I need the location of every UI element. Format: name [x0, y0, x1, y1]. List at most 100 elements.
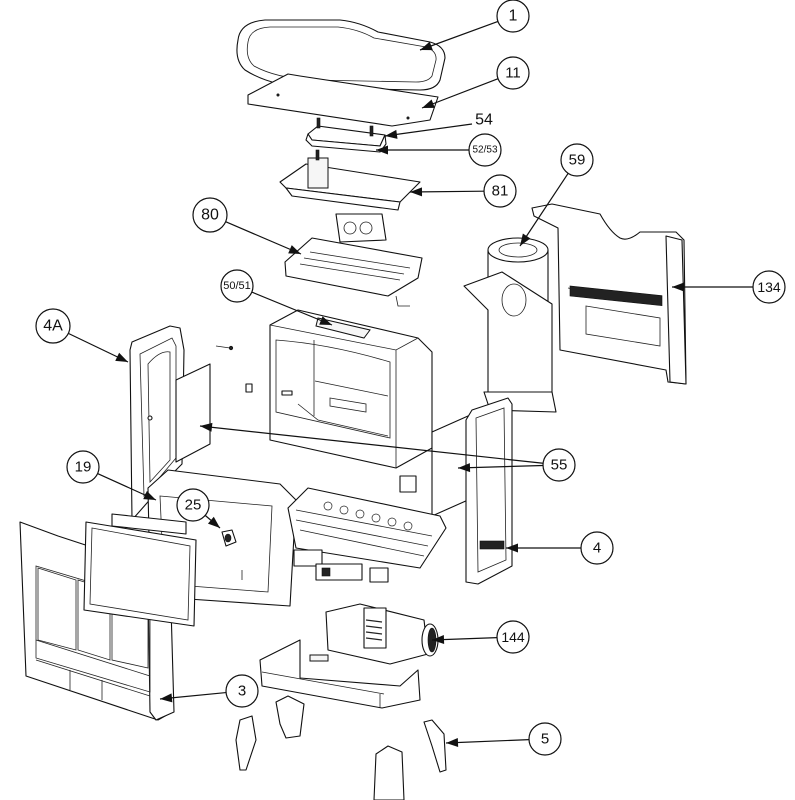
- callout-label: 4: [593, 540, 601, 557]
- arrowhead-134: [672, 282, 684, 292]
- callout-3: 3: [225, 674, 259, 708]
- callout-label: 19: [75, 459, 92, 476]
- callout-52-53: 52/53: [468, 133, 502, 167]
- callout-circle: [225, 674, 259, 708]
- callout-label: 4A: [43, 318, 63, 335]
- callout-label: 50/51: [223, 280, 251, 292]
- part-gas-valve-bracket: [284, 237, 423, 307]
- part-control-board: [305, 117, 387, 153]
- callout-circle: [496, 56, 530, 90]
- callout-circle: [35, 308, 71, 344]
- callout-circle: [496, 620, 530, 654]
- arrowhead-3: [160, 693, 173, 703]
- callout-circle: [176, 488, 210, 522]
- arrowhead-81: [410, 187, 423, 197]
- callout-55: 55: [542, 448, 576, 482]
- callout-circle: [560, 143, 594, 177]
- callout-19: 19: [66, 450, 100, 484]
- leader-line-80: [225, 221, 302, 255]
- part-burner-assembly: [287, 487, 447, 583]
- leader-line-5: [445, 739, 530, 744]
- callout-1: 1: [496, 0, 530, 33]
- leader-lines: [68, 20, 753, 748]
- callout-25: 25: [176, 488, 210, 522]
- part-right-shield: [399, 415, 469, 517]
- leader-line-1: [419, 20, 499, 51]
- callout-label: 80: [201, 207, 219, 224]
- callout-144: 144: [496, 620, 530, 654]
- arrowhead-1: [420, 41, 433, 51]
- arrowhead-59: [520, 233, 531, 246]
- arrowhead-50-51: [319, 316, 332, 325]
- arrowhead-55: [458, 463, 471, 473]
- arrowhead-55: [200, 422, 213, 432]
- part-leg-front-left: [235, 715, 257, 771]
- arrowhead-11: [422, 99, 435, 108]
- callout-label: 59: [569, 152, 586, 169]
- callout-circle: [192, 197, 228, 233]
- part-rear-panel: [531, 203, 687, 385]
- callout-label: 81: [492, 183, 509, 200]
- callout-label: 134: [757, 279, 781, 295]
- part-leg-rear-right: [423, 719, 447, 773]
- callout-5: 5: [528, 722, 562, 756]
- leader-line-11: [421, 78, 499, 109]
- arrowhead-5: [446, 738, 459, 748]
- arrowhead-25: [207, 516, 220, 528]
- part-burner-tray: [279, 149, 421, 211]
- arrowhead-80: [288, 245, 301, 254]
- arrowhead-144: [432, 635, 445, 645]
- callout-circle: [66, 450, 100, 484]
- callout-label: 3: [238, 683, 246, 700]
- callout-circle: [496, 0, 530, 33]
- callout-134: 134: [752, 270, 786, 304]
- callout-label: 5: [541, 731, 549, 748]
- callout-circle: [468, 133, 502, 167]
- part-knob: [221, 529, 237, 547]
- leader-line-55: [199, 425, 544, 464]
- leader-line-59: [519, 173, 569, 247]
- callout-54: 54: [475, 112, 493, 129]
- part-blower: [325, 603, 439, 665]
- callout-circle: [580, 531, 614, 565]
- part-clip: [245, 383, 293, 396]
- callout-label: 11: [505, 65, 521, 82]
- part-leg-rear-left: [275, 695, 305, 739]
- callout-59: 59: [560, 143, 594, 177]
- leader-line-54: [384, 123, 473, 137]
- callout-label: 144: [501, 629, 525, 645]
- callout-label: 55: [551, 457, 568, 474]
- part-leg-front-center: [373, 745, 405, 800]
- arrowhead-4A: [115, 352, 128, 362]
- leader-line-50-51: [251, 291, 333, 326]
- part-top-plate: [247, 73, 439, 127]
- callout-4A: 4A: [35, 308, 71, 344]
- arrowhead-54: [385, 129, 398, 139]
- callout-label: 52/53: [472, 145, 497, 156]
- part-screw: [215, 345, 234, 351]
- arrowhead-4: [506, 543, 518, 553]
- part-gas-valve: [335, 213, 387, 243]
- part-flue-collar: [463, 237, 557, 413]
- callout-label: 54: [475, 112, 493, 129]
- callout-circle: [220, 269, 254, 303]
- callout-50-51: 50/51: [220, 269, 254, 303]
- callout-4: 4: [580, 531, 614, 565]
- part-right-side-panel: [465, 397, 513, 585]
- callout-circle: [483, 174, 517, 208]
- callout-label: 25: [185, 497, 202, 514]
- callout-circle: [528, 722, 562, 756]
- callout-circle: [542, 448, 576, 482]
- part-door-glass-frame: [83, 521, 197, 627]
- callout-80: 80: [192, 197, 228, 233]
- part-blower-tray: [259, 639, 421, 709]
- arrowhead-19: [143, 490, 156, 500]
- callout-11: 11: [496, 56, 530, 90]
- callout-label: 1: [509, 8, 518, 25]
- part-door-trim: [111, 513, 187, 535]
- part-top-cover: [236, 19, 446, 91]
- part-left-shield: [175, 363, 211, 463]
- leader-line-81: [409, 190, 485, 193]
